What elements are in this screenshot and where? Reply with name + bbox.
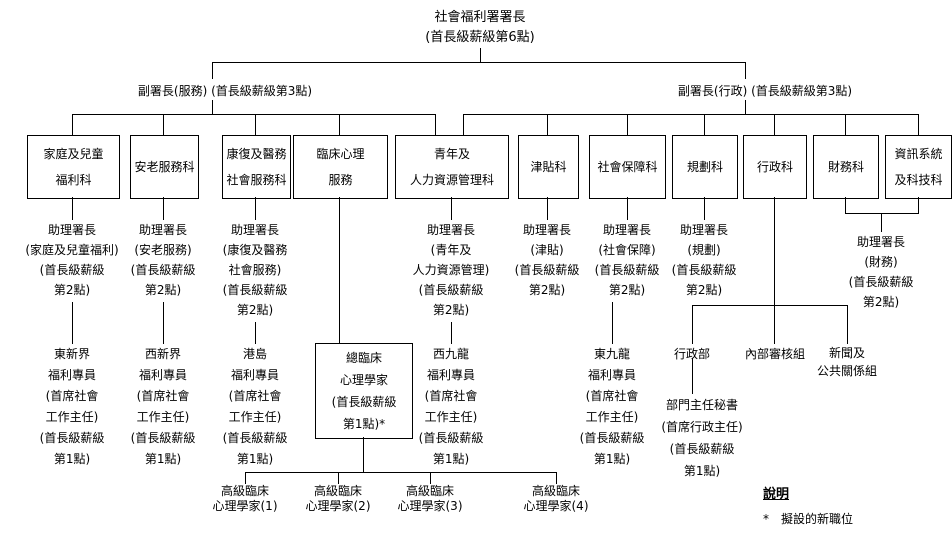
branch-administration: 行政科 bbox=[743, 135, 807, 199]
connector bbox=[774, 305, 775, 344]
branch-youth-manpower: 青年及 人力資源管理科 bbox=[395, 135, 509, 199]
asst-director-subventions: 助理署長 (津貼) (首長級薪級 第2點) bbox=[514, 223, 580, 297]
asst-director-youth: 助理署長 (青年及 人力資源管理) (首長級薪級 第2點) bbox=[412, 223, 490, 317]
welfare-officer-east-kowloon: 東九龍 福利專員 (首席社會 工作主任) (首長級薪級 第1點) bbox=[579, 347, 645, 466]
branch-social-security: 社會保障科 bbox=[589, 135, 666, 199]
welfare-officer-west-nt: 西新界 福利專員 (首席社會 工作主任) (首長級薪級 第1點) bbox=[130, 347, 196, 466]
connector bbox=[255, 114, 256, 135]
connector bbox=[363, 437, 364, 472]
admin-division-node: 行政部 bbox=[673, 347, 710, 361]
connector bbox=[163, 197, 164, 220]
branch-family-child-welfare: 家庭及兒童 福利科 bbox=[27, 135, 120, 199]
connector bbox=[339, 114, 340, 135]
deputy-director-admin-node: 副署長(行政) (首長級薪級第3點) bbox=[677, 84, 853, 98]
asst-director-family: 助理署長 (家庭及兒童福利) (首長級薪級 第2點) bbox=[25, 223, 119, 297]
connector bbox=[692, 305, 693, 344]
connector bbox=[451, 197, 452, 220]
connector bbox=[463, 114, 464, 135]
connector bbox=[435, 114, 436, 135]
connector bbox=[774, 197, 775, 305]
connector bbox=[463, 114, 919, 115]
branch-clinical-psychology: 臨床心理 服務 bbox=[293, 135, 388, 199]
chief-clinical-psychologist-box: 總臨床 心理學家 (首長級薪級 第1點)* bbox=[315, 343, 413, 439]
asst-director-social-security: 助理署長 (社會保障) (首長級薪級 第2點) bbox=[594, 223, 660, 297]
deputy-director-services-node: 副署長(服務) (首長級薪級第3點) bbox=[137, 84, 313, 98]
connector bbox=[556, 472, 557, 484]
connector bbox=[704, 114, 705, 135]
connector bbox=[255, 322, 256, 344]
senior-psychologist-2: 高級臨床 心理學家(2) bbox=[305, 484, 371, 513]
branch-subventions: 津貼科 bbox=[518, 135, 579, 199]
connector bbox=[212, 62, 213, 79]
connector bbox=[704, 197, 705, 220]
connector bbox=[255, 197, 256, 220]
connector bbox=[918, 197, 919, 213]
connector bbox=[627, 114, 628, 135]
legend-heading: 說明 bbox=[763, 487, 790, 502]
legend-note-text: 擬設的新職位 bbox=[781, 512, 854, 526]
senior-psychologist-3: 高級臨床 心理學家(3) bbox=[397, 484, 463, 513]
asst-director-planning: 助理署長 (規劃) (首長級薪級 第2點) bbox=[671, 223, 737, 297]
senior-psychologist-1: 高級臨床 心理學家(1) bbox=[212, 484, 278, 513]
connector bbox=[339, 197, 340, 343]
connector bbox=[547, 114, 548, 135]
connector bbox=[430, 472, 431, 484]
branch-elderly-services: 安老服務科 bbox=[130, 135, 199, 199]
connector bbox=[72, 197, 73, 220]
branch-finance: 財務科 bbox=[813, 135, 879, 199]
connector bbox=[845, 213, 919, 214]
connector bbox=[212, 100, 213, 114]
connector bbox=[338, 472, 339, 484]
welfare-officer-hk-island: 港島 福利專員 (首席社會 工作主任) (首長級薪級 第1點) bbox=[222, 347, 288, 466]
connector bbox=[845, 197, 846, 213]
connector bbox=[72, 114, 436, 115]
departmental-secretary-node: 部門主任秘書 (首席行政主任) (首長級薪級 第1點) bbox=[661, 398, 743, 478]
connector bbox=[245, 472, 557, 473]
connector bbox=[72, 114, 73, 135]
asst-director-finance: 助理署長 (財務) (首長級薪級 第2點) bbox=[848, 235, 914, 309]
connector bbox=[692, 358, 693, 394]
asst-director-elderly: 助理署長 (安老服務) (首長級薪級 第2點) bbox=[130, 223, 196, 297]
connector bbox=[163, 114, 164, 135]
legend-note: * 擬設的新職位 bbox=[763, 511, 923, 527]
connector bbox=[245, 472, 246, 484]
internal-audit-node: 內部審核組 bbox=[744, 347, 805, 361]
connector bbox=[163, 302, 164, 344]
senior-psychologist-4: 高級臨床 心理學家(4) bbox=[523, 484, 589, 513]
connector bbox=[547, 197, 548, 220]
connector bbox=[692, 305, 848, 306]
connector bbox=[212, 62, 746, 63]
legend-asterisk: * bbox=[763, 512, 769, 526]
connector bbox=[627, 197, 628, 220]
welfare-officer-west-kowloon: 西九龍 福利專員 (首席社會 工作主任) (首長級薪級 第1點) bbox=[418, 347, 484, 466]
connector bbox=[480, 48, 481, 62]
director-node: 社會福利署署長 (首長級薪級第6點) bbox=[425, 10, 535, 45]
connector bbox=[745, 62, 746, 79]
branch-rehab-medical-social: 康復及醫務 社會服務科 bbox=[222, 135, 291, 199]
connector bbox=[881, 213, 882, 232]
connector bbox=[774, 114, 775, 135]
connector bbox=[612, 302, 613, 344]
asst-director-rehab: 助理署長 (康復及醫務 社會服務) (首長級薪級 第2點) bbox=[222, 223, 288, 317]
connector bbox=[845, 114, 846, 135]
connector bbox=[918, 114, 919, 135]
connector bbox=[847, 305, 848, 344]
connector bbox=[72, 302, 73, 344]
press-public-relations-node: 新聞及 公共關係組 bbox=[816, 346, 877, 378]
branch-planning: 規劃科 bbox=[672, 135, 738, 199]
connector bbox=[745, 100, 746, 114]
connector bbox=[451, 322, 452, 344]
welfare-officer-east-nt: 東新界 福利專員 (首席社會 工作主任) (首長級薪級 第1點) bbox=[39, 347, 105, 466]
branch-it-systems: 資訊系統 及科技科 bbox=[885, 135, 952, 199]
